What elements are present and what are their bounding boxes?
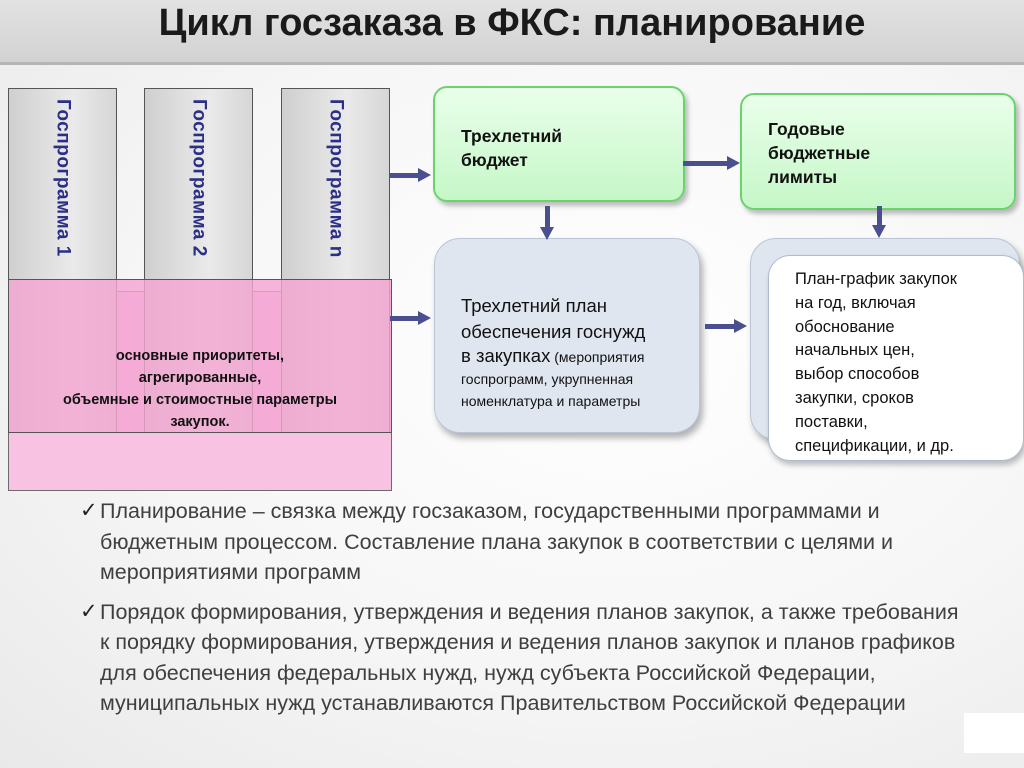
bullet-item: ✓ Порядок формирования, утверждения и ве…: [80, 597, 962, 719]
check-icon: ✓: [80, 499, 98, 522]
text-line: закупки, сроков: [795, 388, 914, 407]
text-line: Годовые: [768, 119, 845, 139]
arrow-head-right-icon: [418, 311, 431, 325]
schedule-plan-box: План-график закупок на год, включая обос…: [768, 255, 1024, 461]
bullet-item: ✓ Планирование – связка между госзаказом…: [80, 496, 962, 588]
arrow-programs-to-budget: [390, 173, 418, 178]
arrow-budget-to-plan: [545, 206, 550, 228]
text-line: План-график закупок: [795, 270, 957, 288]
page-title: Цикл госзаказа в ФКС: планирование: [158, 2, 866, 44]
arrow-budget-to-limits: [683, 161, 728, 166]
text-line: в закупках: [461, 345, 551, 366]
title-band: [0, 0, 1024, 65]
program-label: Госпрограмма 1: [52, 99, 74, 257]
three-year-budget-box: Трехлетний бюджет: [433, 86, 685, 202]
text-line: выбор способов: [795, 365, 920, 384]
text-line: Трехлетний план: [461, 295, 607, 316]
priorities-line: закупок.: [170, 414, 230, 430]
schedule-plan-text: План-график закупок на год, включая обос…: [795, 268, 957, 458]
program-label: Госпрограмма 2: [188, 99, 210, 257]
arrow-programs-to-plan: [390, 316, 418, 321]
program-label: Госпрограмма n: [325, 99, 347, 258]
text-line: обоснование: [795, 317, 895, 336]
text-line: обеспечения госнужд: [461, 321, 646, 342]
text-line: бюджет: [461, 150, 528, 170]
arrow-limits-to-schedule: [877, 206, 882, 226]
text-line: бюджетные: [768, 143, 871, 163]
bullet-text: Планирование – связка между госзаказом, …: [100, 499, 893, 584]
priorities-line: основные приоритеты,: [115, 348, 285, 364]
three-year-budget-text: Трехлетний бюджет: [461, 124, 562, 172]
priorities-panel: [8, 279, 392, 433]
plan-note: (мероприятия госпрограмм, укрупненная но…: [461, 349, 645, 409]
arrow-head-down-icon: [872, 225, 886, 238]
check-icon: ✓: [80, 599, 98, 623]
text-line: Трехлетний: [461, 126, 562, 146]
arrow-head-right-icon: [418, 168, 431, 182]
annual-limits-box: Годовые бюджетные лимиты: [740, 93, 1016, 210]
text-line: начальных цен,: [795, 341, 915, 360]
three-year-plan-text: Трехлетний план обеспечения госнужд в за…: [461, 293, 693, 412]
bullet-list: ✓ Планирование – связка между госзаказом…: [80, 496, 962, 728]
annual-limits-text: Годовые бюджетные лимиты: [768, 117, 870, 189]
arrow-plan-to-schedule: [705, 324, 735, 329]
corner-box: [964, 713, 1024, 753]
three-year-plan-box: Трехлетний план обеспечения госнужд в за…: [434, 238, 700, 433]
priorities-line: агрегированные,: [138, 370, 262, 386]
arrow-head-right-icon: [734, 319, 747, 333]
text-line: лимиты: [768, 167, 838, 187]
bullet-text: Порядок формирования, утверждения и веде…: [100, 599, 959, 716]
arrow-head-down-icon: [540, 227, 554, 240]
text-line: на год, включая: [795, 293, 916, 312]
priorities-text: основные приоритеты, агрегированные, объ…: [10, 345, 390, 433]
arrow-head-right-icon: [727, 156, 740, 170]
priorities-line: объемные и стоимостные параметры: [63, 392, 337, 408]
text-line: поставки,: [795, 412, 868, 431]
text-line: спецификации, и др.: [795, 436, 954, 455]
